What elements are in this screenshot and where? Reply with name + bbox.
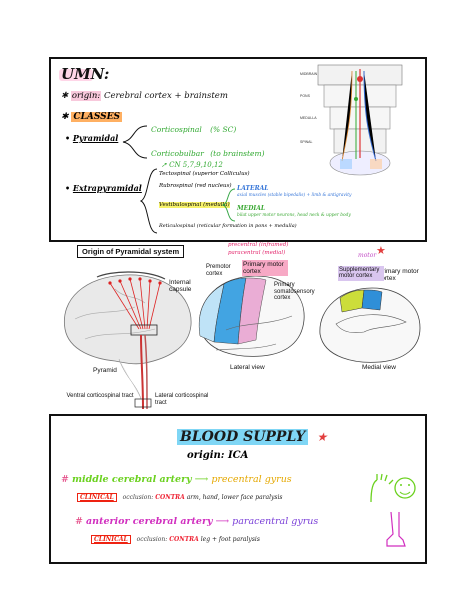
corticospinal-line: Corticospinal (% SC) <box>151 125 236 134</box>
umn-origin-line: ✱ origin: Cerebral cortex + brainstem <box>61 91 228 101</box>
pyr-figure-title: Origin of Pyramidal system <box>77 245 185 258</box>
corticobulbar-text: Corticobulbar <box>151 149 204 158</box>
supplementary-label: Supplementary motor cortex <box>338 266 384 281</box>
lateral-brain <box>198 275 305 357</box>
mca-hash: # <box>61 474 69 485</box>
pyramidal-text: Pyramidal <box>72 133 119 143</box>
origin-text: Cerebral cortex + brainstem <box>103 91 228 101</box>
premotor-label: Premotor cortex <box>206 264 231 277</box>
svg-text:SPINAL: SPINAL <box>300 140 313 144</box>
medial-brain <box>319 287 421 363</box>
clinical-badge-2: CLINICAL <box>91 535 131 544</box>
lateral-view-label: Lateral view <box>230 364 265 371</box>
classes-label: CLASSES <box>71 112 123 122</box>
medial-view-label: Medial view <box>362 364 396 371</box>
lateral-text: LATERAL <box>237 185 269 192</box>
star-icon: ★ <box>376 244 386 257</box>
corticobulbar-note: (to brainstem) <box>210 149 265 158</box>
aca-clinical-line: CLINICAL occlusion: CONTRA leg + foot pa… <box>91 535 260 544</box>
mca-line: # middle cerebral artery ⟶ precentral gy… <box>61 474 292 485</box>
umn-title-text: UMN: <box>61 65 110 83</box>
primary-motor-right-label: Primary motor cortex <box>378 268 419 283</box>
lateral-note: axial muscles (stable bipedalis) + limb … <box>237 193 352 198</box>
medial-note: bilat upper motor neurons, head neck & u… <box>237 213 351 218</box>
internal-capsule-label: Internal capsule <box>169 279 192 294</box>
primary-somato-label: Primary somatosensory cortex <box>274 282 315 302</box>
mca-text: middle cerebral artery <box>72 474 192 485</box>
pyramidal-brace <box>122 125 148 159</box>
occlusion-label-1: occlusion: <box>122 494 154 501</box>
paracentral-note: paracentral (medial) <box>228 250 286 256</box>
blood-title-text: BLOOD SUPPLY <box>177 429 309 445</box>
contra-2: CONTRA <box>169 536 199 543</box>
svg-text:PONS: PONS <box>300 94 311 98</box>
lateral-tag: LATERAL <box>237 185 268 192</box>
pyramidal-label: • Pyramidal <box>65 133 119 143</box>
medial-tag: MEDIAL <box>237 205 265 212</box>
mca-precentral: precentral gyrus <box>211 474 292 485</box>
motor-tag: motor <box>358 252 377 259</box>
occlusion-label-2: occlusion: <box>136 536 168 543</box>
mca-clinical-line: CLINICAL occlusion: CONTRA arm, hand, lo… <box>77 493 283 502</box>
leg-foot-doodle <box>386 511 406 547</box>
aca-hash: # <box>75 516 83 527</box>
arrow-icon-2: ⟶ <box>215 516 230 527</box>
spinal-tract-diagram: MIDBRAIN PONS MEDULLA SPINAL <box>300 64 403 176</box>
medial-text: MEDIAL <box>237 205 266 212</box>
aca-line: # anterior cerebral artery ⟶ paracentral… <box>75 516 318 527</box>
ventral-tract-label: Ventral corticospinal tract <box>66 393 134 399</box>
cn-line: ➚ CN 5,7,9,10,12 <box>161 161 223 169</box>
aca-effect: leg + foot paralysis <box>200 536 260 543</box>
hand-face-doodle <box>370 473 416 503</box>
reticulospinal-line: Reticulospinal (reticular formation in p… <box>159 223 297 229</box>
blood-star-icon: ★ <box>316 430 328 444</box>
blood-origin: origin: ICA <box>187 450 249 461</box>
classes-line: ✱ CLASSES <box>61 112 123 122</box>
pyramid-label: Pyramid <box>93 367 117 374</box>
blood-title: BLOOD SUPPLY ★ <box>177 426 327 445</box>
extrapyramidal-text: Extrapyramidal <box>72 183 142 193</box>
aca-text: anterior cerebral artery <box>86 516 213 527</box>
vestibulo-brace <box>221 188 236 222</box>
svg-text:MIDBRAIN: MIDBRAIN <box>300 72 318 76</box>
precentral-note: precentral (inframed) <box>228 242 289 248</box>
extrapyramidal-brace <box>139 168 158 234</box>
svg-text:MEDULLA: MEDULLA <box>300 116 317 120</box>
blood-supply-section: BLOOD SUPPLY ★ origin: ICA # middle cere… <box>49 414 427 564</box>
brain-drawing <box>63 271 192 410</box>
arrow-icon: ⟶ <box>194 474 209 485</box>
tectospinal-line: Tectospinal (superior Colliculus) <box>159 171 250 177</box>
aca-paracentral: paracentral gyrus <box>232 516 319 527</box>
vestibulospinal-line: Vestibulospinal (medulla) <box>159 202 230 208</box>
corticospinal-text: Corticospinal <box>151 125 202 134</box>
rubrospinal-line: Rubrospinal (red nucleus) <box>159 183 232 189</box>
pyramidal-figure: Origin of Pyramidal system Internal caps… <box>55 245 208 415</box>
cn-text: CN 5,7,9,10,12 <box>169 161 223 169</box>
origin-prefix: origin: <box>70 91 102 101</box>
umn-title-highlight <box>59 69 93 81</box>
lateral-tract-label: Lateral corticospinal tract <box>155 393 209 406</box>
bullet-star: ✱ <box>61 91 71 101</box>
corticospinal-note: (% SC) <box>210 125 237 134</box>
extrapyramidal-label: • Extrapyramidal <box>65 183 142 193</box>
corticobulbar-line: Corticobulbar (to brainstem) <box>151 149 265 158</box>
primary-motor-label: Primary motor cortex <box>242 260 288 277</box>
umn-section: UMN: ✱ origin: Cerebral cortex + brainst… <box>49 57 427 242</box>
clinical-badge-1: CLINICAL <box>77 493 117 502</box>
mca-effect: arm, hand, lower face paralysis <box>186 494 283 501</box>
cortex-figure: precentral (inframed) paracentral (media… <box>190 240 430 380</box>
contra-1: CONTRA <box>155 494 185 501</box>
